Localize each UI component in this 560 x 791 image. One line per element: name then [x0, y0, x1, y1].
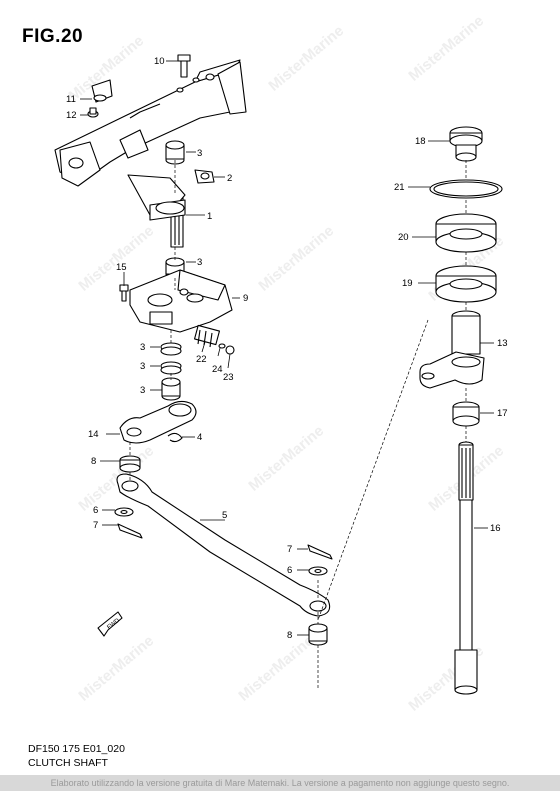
- clutch-arm-14: [119, 400, 197, 444]
- callout-7: 7: [287, 544, 292, 555]
- callout-1: 1: [207, 211, 212, 222]
- clutch-shaft-16: [454, 441, 478, 695]
- clip-4: [167, 432, 183, 443]
- clip-2: [194, 169, 215, 184]
- bolt-15: [119, 284, 129, 302]
- callout-6: 6: [93, 505, 98, 516]
- spring-22: [194, 324, 220, 348]
- callout-5: 5: [222, 510, 227, 521]
- callout-3: 3: [197, 148, 202, 159]
- assembly-axis-lines: [129, 160, 467, 690]
- watermark-footer: Elaborato utilizzando la versione gratui…: [0, 775, 560, 791]
- callout-2: 2: [227, 173, 232, 184]
- clutch-lever-13: [419, 310, 485, 389]
- callout-13: 13: [497, 338, 508, 349]
- callout-12: 12: [66, 110, 77, 121]
- diagram-code: DF150 175 E01_020: [28, 743, 125, 755]
- callout-24: 24: [212, 364, 223, 375]
- bushing-8-bottom: [308, 623, 328, 646]
- callout-4: 4: [197, 432, 202, 443]
- callout-15: 15: [116, 262, 127, 273]
- callout-18: 18: [415, 136, 426, 147]
- diagram-subtitle: CLUTCH SHAFT: [28, 757, 108, 769]
- shift-lever-1: [127, 174, 186, 248]
- cotter-pin-7-left: [117, 523, 143, 539]
- callout-3: 3: [140, 361, 145, 372]
- washer-3-a: [160, 342, 182, 356]
- callout-19: 19: [402, 278, 413, 289]
- callout-10: 10: [154, 56, 165, 67]
- link-rod-5: [116, 473, 331, 617]
- callout-20: 20: [398, 232, 409, 243]
- callout-8: 8: [91, 456, 96, 467]
- fwd-arrow-icon: [97, 611, 123, 637]
- callout-11: 11: [66, 94, 76, 105]
- bearing-20: [435, 213, 497, 253]
- leader-lines: [80, 60, 494, 636]
- callout-9: 9: [243, 293, 248, 304]
- bushing-3-low: [161, 377, 181, 401]
- callout-17: 17: [497, 408, 508, 419]
- callout-23: 23: [223, 372, 234, 383]
- callout-6: 6: [287, 565, 292, 576]
- washer-3-b: [160, 361, 182, 375]
- washer-6-right: [308, 566, 328, 576]
- washer-8-top: [119, 455, 141, 473]
- callout-22: 22: [196, 354, 207, 365]
- callout-3: 3: [140, 342, 145, 353]
- bushing-3-top: [165, 140, 185, 165]
- plug-18: [449, 126, 483, 162]
- callout-14: 14: [88, 429, 99, 440]
- callout-3: 3: [197, 257, 202, 268]
- oil-seal-19: [435, 265, 497, 303]
- cotter-pin-7-right: [307, 544, 333, 560]
- callout-8: 8: [287, 630, 292, 641]
- snap-ring-21: [429, 179, 503, 199]
- callout-7: 7: [93, 520, 98, 531]
- bushing-17: [452, 401, 480, 427]
- figure-title: FIG.20: [22, 26, 84, 47]
- bolt-10: [177, 54, 191, 78]
- washer-6-left: [114, 507, 134, 517]
- screw-12: [87, 107, 99, 118]
- shift-bracket: [54, 59, 247, 187]
- ball-23: [225, 345, 235, 355]
- callout-21: 21: [394, 182, 405, 193]
- callout-16: 16: [490, 523, 501, 534]
- pin-24: [218, 343, 226, 349]
- bracket-11: [91, 79, 113, 103]
- shift-case-9: [129, 269, 233, 333]
- callout-3: 3: [140, 385, 145, 396]
